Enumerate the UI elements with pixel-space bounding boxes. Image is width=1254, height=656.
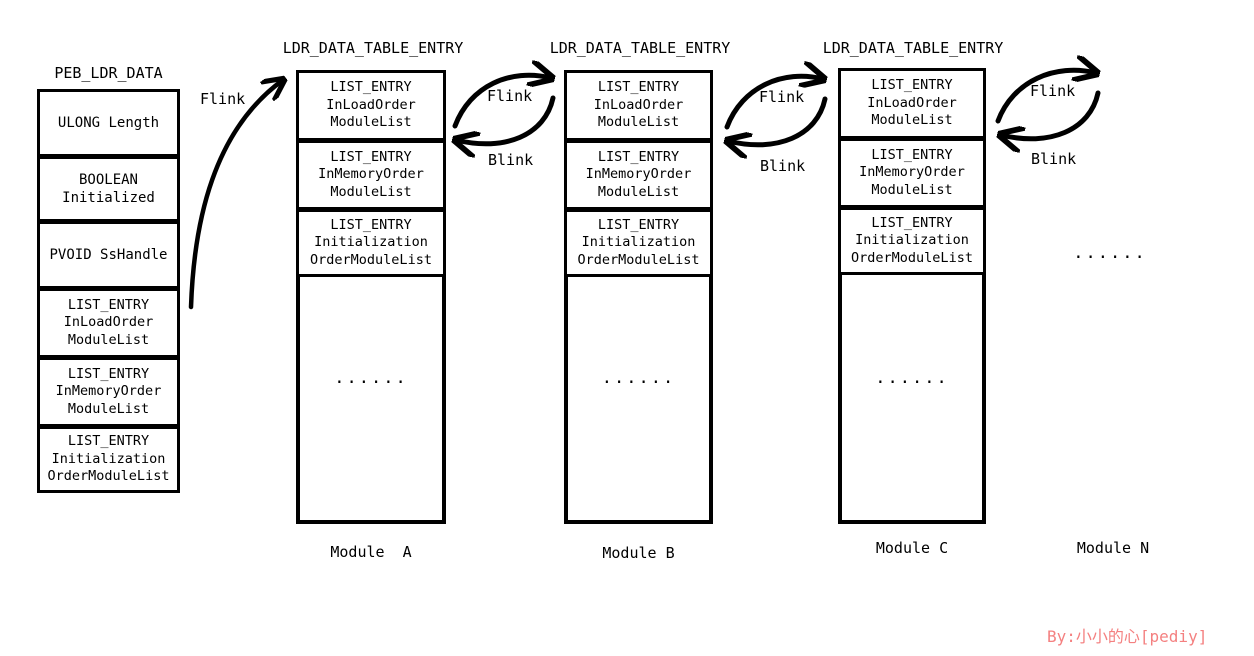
entry-c-field-inloadorder-line-1: LIST_ENTRY — [871, 77, 953, 94]
entry-a-field-initializationorder-line-1: LIST_ENTRY — [330, 216, 412, 233]
entry-a-field-inmemoryorder-line-1: LIST_ENTRY — [330, 148, 412, 165]
connector-c-to-n-blink-label: Blink — [1031, 150, 1077, 168]
entry-c-field-inloadorder-line-3: ModuleList — [871, 112, 953, 129]
peb-field-initializationorder-line-1: LIST_ENTRY — [67, 433, 150, 450]
tail-module-label: Module N — [1076, 539, 1150, 557]
connector-peb-to-a-flink-label: Flink — [200, 90, 246, 108]
entry-a-title: LDR_DATA_TABLE_ENTRY — [282, 39, 464, 57]
peb-field-initializationorder-line-2: Initialization — [51, 450, 166, 467]
peb-field-inloadorder-line-3: ModuleList — [67, 331, 150, 348]
entry-a-module-label: Module A — [330, 543, 412, 561]
entry-a-field-inloadorder: LIST_ENTRY InLoadOrder ModuleList — [296, 70, 446, 141]
entry-a-field-initializationorder: LIST_ENTRY Initialization OrderModuleLis… — [296, 209, 446, 277]
entry-b-field-inloadorder: LIST_ENTRY InLoadOrder ModuleList — [564, 70, 713, 141]
peb-field-sshandle: PVOID SsHandle — [37, 221, 180, 289]
connector-c-to-n-flink-label: Flink — [1030, 82, 1076, 100]
peb-field-initialized-line-1: BOOLEAN — [78, 171, 138, 188]
peb-field-initialized-line-2: Initialized — [62, 190, 155, 206]
entry-b-module-label: Module B — [602, 544, 675, 562]
peb-field-initializationorder-line-3: OrderModuleList — [47, 468, 170, 485]
entry-a-field-inloadorder-line-3: ModuleList — [330, 114, 412, 131]
entry-c-title: LDR_DATA_TABLE_ENTRY — [822, 39, 1004, 57]
peb-field-inmemoryorder-line-1: LIST_ENTRY — [67, 365, 150, 382]
entry-c-module-label: Module C — [875, 539, 949, 557]
tail-ellipsis: ...... — [1073, 243, 1147, 263]
entry-c-field-inloadorder-line-2: InLoadOrder — [867, 94, 957, 111]
connector-a-to-b-blink-label: Blink — [488, 151, 534, 169]
entry-b-field-inloadorder-line-1: LIST_ENTRY — [597, 79, 680, 96]
entry-c-field-initializationorder: LIST_ENTRY Initialization OrderModuleLis… — [838, 207, 986, 275]
entry-c-field-inmemoryorder: LIST_ENTRY InMemoryOrder ModuleList — [838, 138, 986, 208]
entry-c-field-initializationorder-line-3: OrderModuleList — [851, 249, 973, 266]
peb-field-sshandle-line-1: PVOID SsHandle — [49, 246, 168, 263]
peb-field-initialized: BOOLEAN Initialized — [37, 156, 180, 222]
entry-a-field-inloadorder-line-1: LIST_ENTRY — [330, 79, 412, 96]
entry-b-field-inmemoryorder-line-1: LIST_ENTRY — [597, 148, 680, 165]
connector-b-to-c-flink-label: Flink — [759, 88, 805, 106]
peb-field-inmemoryorder: LIST_ENTRY InMemoryOrder ModuleList — [37, 357, 180, 427]
connector-peb-to-a-arrow — [188, 80, 283, 310]
entry-b-field-inmemoryorder-line-3: ModuleList — [597, 183, 680, 200]
peb-field-inloadorder: LIST_ENTRY InLoadOrder ModuleList — [37, 288, 180, 358]
peb-field-inmemoryorder-line-2: InMemoryOrder — [55, 383, 162, 400]
peb-field-inloadorder-line-2: InLoadOrder — [63, 314, 154, 331]
entry-a-field-inloadorder-line-2: InLoadOrder — [326, 96, 416, 113]
entry-a-body-ellipsis: ...... — [334, 368, 408, 388]
entry-c-field-initializationorder-line-1: LIST_ENTRY — [871, 214, 953, 231]
peb-field-inmemoryorder-line-3: ModuleList — [67, 400, 150, 417]
entry-a-field-inmemoryorder: LIST_ENTRY InMemoryOrder ModuleList — [296, 140, 446, 210]
entry-b-field-initializationorder-line-1: LIST_ENTRY — [597, 216, 680, 233]
entry-c-field-inmemoryorder-line-3: ModuleList — [871, 181, 953, 198]
entry-a-field-initializationorder-line-2: Initialization — [314, 234, 428, 251]
entry-c-field-inmemoryorder-line-2: InMemoryOrder — [859, 164, 965, 181]
entry-a-field-initializationorder-line-3: OrderModuleList — [310, 251, 432, 268]
entry-b-field-initializationorder-line-3: OrderModuleList — [577, 251, 700, 268]
entry-b-title: LDR_DATA_TABLE_ENTRY — [549, 39, 731, 57]
connector-a-to-b-flink-label: Flink — [487, 87, 533, 105]
entry-b-field-initializationorder-line-2: Initialization — [581, 234, 696, 251]
peb-field-length-line-1: ULONG Length — [57, 114, 160, 131]
entry-a-field-inmemoryorder-line-2: InMemoryOrder — [318, 166, 424, 183]
entry-b-body-ellipsis: ...... — [601, 368, 676, 388]
entry-c-field-inmemoryorder-line-1: LIST_ENTRY — [871, 146, 953, 163]
connector-b-to-c-blink-label: Blink — [760, 157, 806, 175]
entry-b-field-inloadorder-line-3: ModuleList — [597, 114, 680, 131]
entry-a-field-inmemoryorder-line-3: ModuleList — [330, 183, 412, 200]
peb-ldr-data-title: PEB_LDR_DATA — [54, 64, 163, 82]
entry-c-field-inloadorder: LIST_ENTRY InLoadOrder ModuleList — [838, 68, 986, 139]
peb-field-initializationorder: LIST_ENTRY Initialization OrderModuleLis… — [37, 426, 180, 493]
entry-c-field-initializationorder-line-2: Initialization — [855, 232, 969, 249]
entry-c-body-ellipsis: ...... — [875, 368, 949, 388]
entry-b-field-inmemoryorder-line-2: InMemoryOrder — [585, 166, 692, 183]
entry-b-field-inmemoryorder: LIST_ENTRY InMemoryOrder ModuleList — [564, 140, 713, 210]
peb-field-length: ULONG Length — [37, 89, 180, 157]
entry-b-field-initializationorder: LIST_ENTRY Initialization OrderModuleLis… — [564, 209, 713, 277]
watermark: By:小小的心[pediy] — [1047, 627, 1208, 646]
entry-b-field-inloadorder-line-2: InLoadOrder — [593, 96, 684, 113]
peb-field-inloadorder-line-1: LIST_ENTRY — [67, 296, 150, 313]
